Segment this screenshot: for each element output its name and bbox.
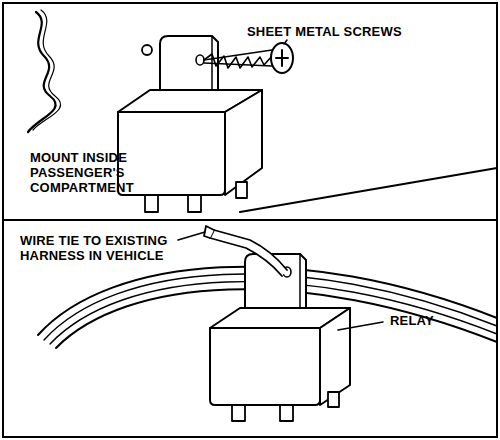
bracket-edge xyxy=(211,36,213,95)
callout-label: WIRE TIE TO EXISTING HARNESS IN VEHICLE xyxy=(20,233,185,263)
screw-slot xyxy=(276,50,288,66)
relay-bracket xyxy=(160,36,218,95)
illustration-panel: WIRE TIE TO EXISTING HARNESS IN VEHICLE R… xyxy=(2,219,498,438)
relay-side-face xyxy=(320,308,350,405)
screw-head xyxy=(271,43,293,73)
screw-shaft xyxy=(204,50,272,66)
illustration-panel: SHEET METAL SCREWS MOUNT INSIDE PASSENGER… xyxy=(2,2,498,221)
bracket-edge xyxy=(299,254,301,310)
relay-side-face xyxy=(225,90,262,195)
relay-terminal xyxy=(328,392,339,407)
leader-line xyxy=(284,40,287,44)
leader-line xyxy=(178,232,205,240)
wire-squiggle xyxy=(28,12,56,132)
relay-front-face xyxy=(210,328,320,405)
wire-tie xyxy=(210,230,287,276)
leader-line xyxy=(338,322,383,330)
mounting-surface-line xyxy=(240,168,497,212)
bracket-hole xyxy=(196,55,204,65)
relay-front-face xyxy=(118,112,225,195)
callout-label: RELAY xyxy=(390,313,470,328)
callout-label: SHEET METAL SCREWS xyxy=(247,24,447,39)
relay-terminal xyxy=(188,195,201,212)
relay-terminal xyxy=(145,195,158,212)
mounting-hole xyxy=(142,45,152,55)
callout-label: MOUNT INSIDE PASSENGER'S COMPARTMENT xyxy=(30,150,142,195)
wire-squiggle xyxy=(33,10,61,130)
relay-terminal xyxy=(280,405,293,421)
relay-terminal xyxy=(232,405,245,421)
relay-terminal xyxy=(236,182,247,198)
